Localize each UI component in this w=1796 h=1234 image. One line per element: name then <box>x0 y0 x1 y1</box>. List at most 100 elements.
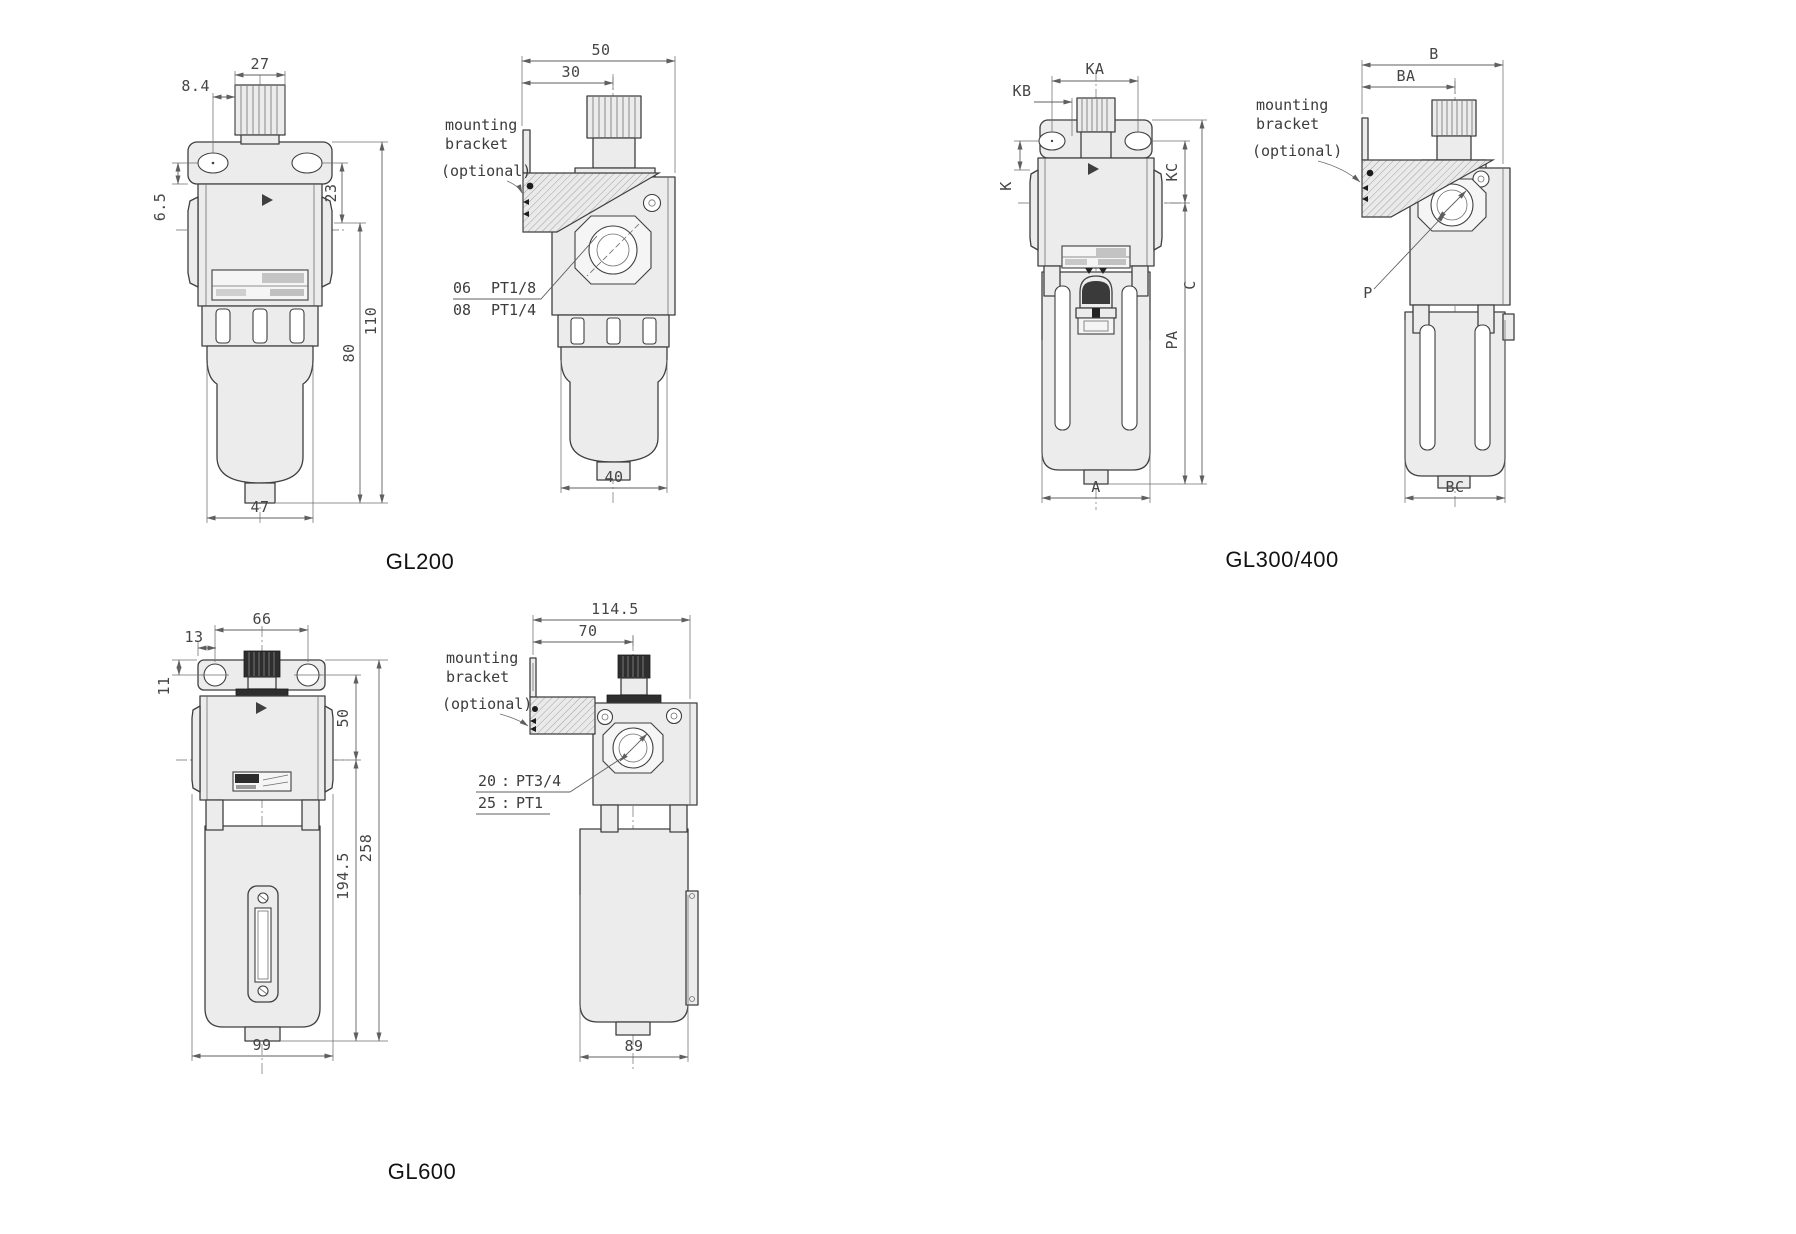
bowl <box>579 828 689 1023</box>
screw <box>665 707 683 725</box>
dim-label: PA <box>1163 330 1181 349</box>
dim-label: 30 <box>561 63 580 81</box>
gl300-400-side-view: B BA mounting bracket (optional) P BC <box>1248 30 1578 530</box>
port-size: 08 <box>453 301 471 319</box>
drain <box>1437 475 1471 489</box>
drain <box>244 482 276 504</box>
dimensions: 27 8.4 6.5 23 80 110 47 <box>151 55 388 523</box>
bracket-note: bracket <box>445 135 508 153</box>
oil-drip-dome <box>1075 268 1117 335</box>
side-tab <box>324 705 334 793</box>
sight-glass <box>247 885 279 1003</box>
side-tab <box>191 705 201 793</box>
dim-label: 47 <box>250 498 269 516</box>
dim-label: 80 <box>340 343 358 362</box>
guard-leg <box>301 799 320 831</box>
port-size: 25 <box>478 794 496 812</box>
dim-label: K <box>1000 181 1015 191</box>
bowl-guard <box>557 314 670 348</box>
bracket-note: (optional) <box>441 162 531 180</box>
drain <box>615 1021 651 1036</box>
guard-leg <box>205 799 224 831</box>
dimensions: B BA mounting bracket (optional) P BC <box>1252 45 1506 503</box>
latch <box>1502 313 1515 341</box>
bracket-note: bracket <box>1256 115 1319 133</box>
dim-label: 70 <box>578 622 597 640</box>
bowl-guard <box>201 305 319 347</box>
flange-hole <box>291 152 323 174</box>
dim-label: 8.4 <box>181 77 210 95</box>
port-size: 20 <box>478 772 496 790</box>
model-label-gl200: GL200 <box>385 549 455 574</box>
dim-label: BA <box>1396 67 1415 85</box>
dim-label: 23 <box>322 183 340 202</box>
port-thread: PT1/8 <box>491 279 536 297</box>
flow-arrow <box>262 194 273 206</box>
bowl <box>560 346 668 463</box>
adjust-knob <box>235 650 289 697</box>
flange-hole <box>1124 131 1152 151</box>
dim-label: 50 <box>334 708 352 727</box>
drain <box>596 461 631 481</box>
dimensions: 50 30 mounting bracket (optional) 06 PT1… <box>441 41 676 493</box>
bracket-note: (optional) <box>442 695 532 713</box>
adjust-knob <box>606 654 662 704</box>
dim-label: 11 <box>155 676 173 695</box>
body <box>191 695 334 801</box>
dim-label: 50 <box>591 41 610 59</box>
gl200-side-view: 50 30 mounting bracket (optional) 06 PT1… <box>425 30 725 520</box>
dim-label: C <box>1181 280 1199 290</box>
dim-label: 114.5 <box>591 600 639 618</box>
bracket-note: mounting <box>445 116 517 134</box>
mounting-bracket <box>529 657 596 735</box>
lubricator-side <box>529 654 699 1036</box>
bracket-note: bracket <box>446 668 509 686</box>
lubricator-front <box>191 650 334 1042</box>
sight-slot <box>1474 324 1491 451</box>
port-leader <box>569 755 626 793</box>
port-leader <box>453 235 598 300</box>
dim-label: 89 <box>624 1037 643 1055</box>
body <box>187 183 333 307</box>
latch <box>685 890 699 1006</box>
flow-arrow <box>256 702 267 714</box>
dimensions: 114.5 70 mounting bracket (optional) 20 … <box>442 600 691 1062</box>
name-plate <box>1061 245 1131 269</box>
body <box>592 702 698 806</box>
flow-arrow <box>1088 163 1099 175</box>
guard-leg <box>600 804 619 833</box>
dim-label: 194.5 <box>334 852 352 900</box>
port-separator: : <box>501 772 510 790</box>
dim-label: 40 <box>604 468 623 486</box>
body <box>1029 157 1163 269</box>
name-plate <box>211 269 309 301</box>
adjust-knob <box>574 95 656 178</box>
lubricator-side <box>522 95 676 481</box>
side-tab <box>1029 169 1039 251</box>
dim-label: 13 <box>184 628 203 646</box>
dim-label: 27 <box>250 55 269 73</box>
lubricator-front <box>187 84 333 504</box>
adjust-knob <box>1421 99 1487 169</box>
gl300-400-front-view: KA KB K KC C PA A <box>1000 40 1270 520</box>
drain <box>244 1026 281 1042</box>
port-thread: PT1/4 <box>491 301 536 319</box>
bracket-note: (optional) <box>1252 142 1342 160</box>
port-separator: : <box>501 794 510 812</box>
dimensions: 66 13 11 50 194.5 258 99 <box>155 610 388 1061</box>
model-label-gl600: GL600 <box>387 1159 457 1184</box>
lubricator-side <box>1361 99 1515 489</box>
dim-label: BC <box>1445 478 1464 496</box>
lubricator-front <box>1029 97 1163 485</box>
sight-slot <box>1419 324 1436 451</box>
port-thread: PT3/4 <box>516 772 561 790</box>
port-size: 06 <box>453 279 471 297</box>
dim-label: 66 <box>252 610 271 628</box>
side-tab <box>1153 169 1163 251</box>
gl600-side-view: 114.5 70 mounting bracket (optional) 20 … <box>428 595 818 1080</box>
bracket-note: mounting <box>446 649 518 667</box>
bracket-note: mounting <box>1256 96 1328 114</box>
guard-leg <box>669 804 688 833</box>
port-thread: PT1 <box>516 794 543 812</box>
adjust-knob <box>234 84 286 145</box>
